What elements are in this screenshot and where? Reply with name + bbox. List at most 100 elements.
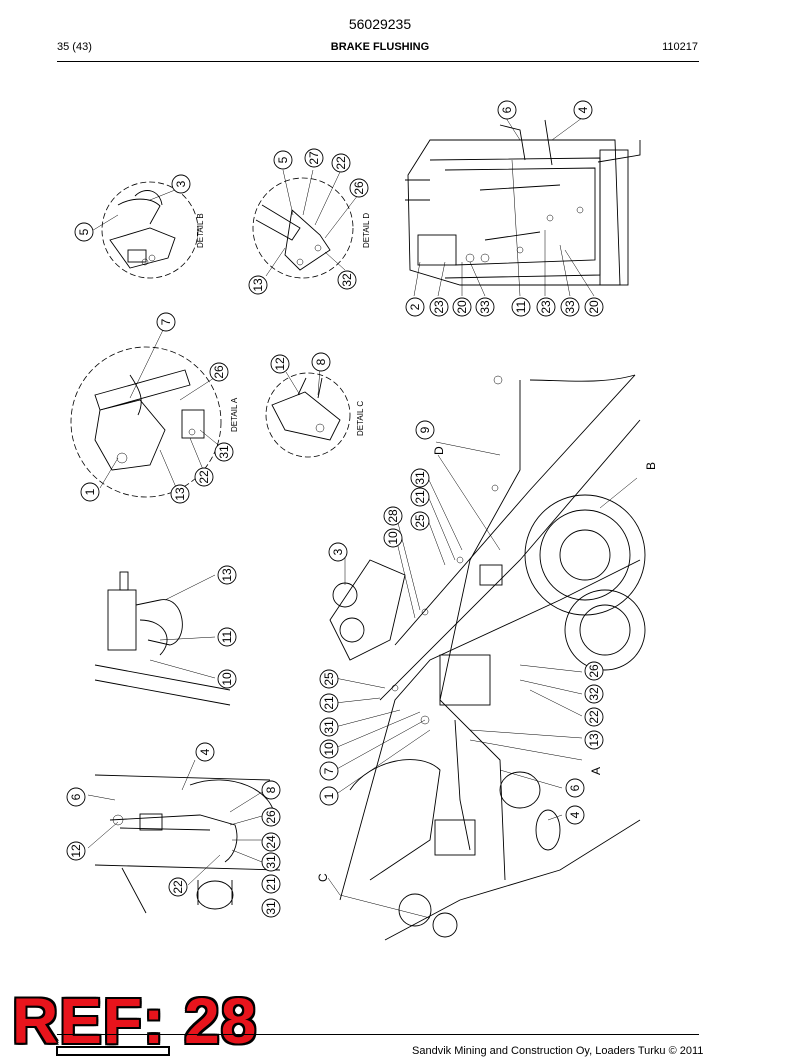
callout-main-left-7: 3 [328, 542, 348, 562]
callout-circle [584, 707, 604, 727]
callout-main-right-6: 4 [565, 805, 585, 825]
detail-b-view: DETAIL B [89, 181, 205, 279]
callout-circle [66, 787, 86, 807]
callout-circle [452, 297, 472, 317]
callout-number: 13 [587, 733, 601, 747]
callout-number: 21 [264, 877, 278, 891]
document-number: 56029235 [348, 16, 412, 32]
callout-number: 13 [220, 568, 234, 582]
callout-number: 11 [220, 630, 234, 643]
callout-number: 31 [264, 855, 278, 869]
callout-number: 13 [173, 487, 187, 501]
callout-number: 4 [568, 811, 582, 818]
page-indicator: 35 (43) [57, 41, 92, 53]
callout-circle [319, 786, 339, 806]
callout-circle [261, 874, 281, 894]
callout-left-bottom-10: 31 [261, 898, 281, 918]
callout-number: 26 [264, 810, 278, 824]
callout-circle [331, 153, 351, 173]
callout-number: 22 [171, 880, 185, 894]
callout-right-top-4: 23 [429, 297, 449, 317]
callout-main-left-11: 10 [319, 739, 339, 759]
callout-circle [497, 100, 517, 120]
callout-main-left-1: 9 [415, 420, 435, 440]
callout-detail-b-2: 3 [171, 174, 191, 194]
callout-number: 26 [352, 181, 366, 195]
detail-a-label: DETAIL A [230, 397, 239, 432]
callout-right-top-8: 23 [536, 297, 556, 317]
callout-circle [560, 297, 580, 317]
callout-circle [156, 312, 176, 332]
callout-number: 8 [314, 358, 328, 365]
callout-number: 21 [413, 490, 427, 504]
callout-number: 6 [69, 793, 83, 800]
callout-number: 23 [539, 300, 553, 314]
callout-number: 10 [220, 672, 234, 686]
callout-number: 24 [264, 835, 278, 849]
callout-number: 12 [69, 844, 83, 858]
callout-detail-a-2: 26 [209, 362, 229, 382]
callout-detail-d-5: 13 [248, 275, 268, 295]
detail-a-view: DETAIL A [70, 329, 239, 498]
callout-circle [261, 832, 281, 852]
callout-left-bottom-6: 24 [261, 832, 281, 852]
left-mid-view [94, 571, 231, 706]
callout-number: 22 [587, 710, 601, 724]
callout-left-bottom-1: 4 [195, 742, 215, 762]
callout-circle [74, 222, 94, 242]
callout-circle [319, 717, 339, 737]
detail-d-view: DETAIL D [252, 169, 371, 279]
callout-circle [584, 661, 604, 681]
callout-circle [584, 297, 604, 317]
callout-circle [311, 352, 331, 372]
callout-circle [217, 669, 237, 689]
callout-number: 22 [197, 470, 211, 484]
callout-detail-c-1: 12 [270, 354, 290, 374]
callout-circle [328, 542, 348, 562]
callout-right-top-9: 33 [560, 297, 580, 317]
callout-left-bottom-8: 31 [261, 852, 281, 872]
callout-circle [415, 420, 435, 440]
callout-number: 33 [563, 300, 577, 314]
callout-circle [170, 484, 190, 504]
callout-number: 32 [587, 687, 601, 701]
callout-number: 1 [322, 792, 336, 799]
detail-c-label: DETAIL C [356, 401, 365, 436]
callout-number: 7 [322, 767, 336, 774]
callout-number: 10 [322, 742, 336, 756]
callout-circle [536, 297, 556, 317]
callout-left-mid-2: 11 [217, 627, 237, 647]
callout-detail-a-1: 7 [156, 312, 176, 332]
callout-right-top-3: 2 [405, 297, 425, 317]
callout-circle [405, 297, 425, 317]
callout-circle [337, 270, 357, 290]
callout-circle [319, 761, 339, 781]
callout-number: 3 [174, 180, 188, 187]
callout-number: 5 [276, 156, 290, 163]
callout-number: 9 [418, 426, 432, 433]
callout-main-right-5: 6 [565, 778, 585, 798]
view-letter-a: A [589, 767, 603, 775]
callout-circle [168, 877, 188, 897]
callout-main-right-4: 13 [584, 730, 604, 750]
callout-number: 8 [264, 786, 278, 793]
callout-circle [304, 148, 324, 168]
callout-left-bottom-5: 26 [261, 807, 281, 827]
callout-left-bottom-2: 6 [66, 787, 86, 807]
callout-number: 6 [500, 106, 514, 113]
callout-circle [214, 442, 234, 462]
callout-circle [80, 482, 100, 502]
callout-main-right-2: 32 [584, 684, 604, 704]
callout-number: 11 [514, 300, 528, 313]
callout-right-top-1: 6 [497, 100, 517, 120]
callout-number: 1 [83, 488, 97, 495]
callout-number: 4 [198, 748, 212, 755]
callout-circle [261, 852, 281, 872]
callout-main-left-4: 25 [410, 511, 430, 531]
callout-main-left-5: 28 [383, 506, 403, 526]
ref-stamp: REF: 28 [12, 985, 258, 1057]
detail-d-label: DETAIL D [362, 213, 371, 248]
left-bottom-view [87, 759, 281, 914]
callout-left-bottom-9: 21 [261, 874, 281, 894]
